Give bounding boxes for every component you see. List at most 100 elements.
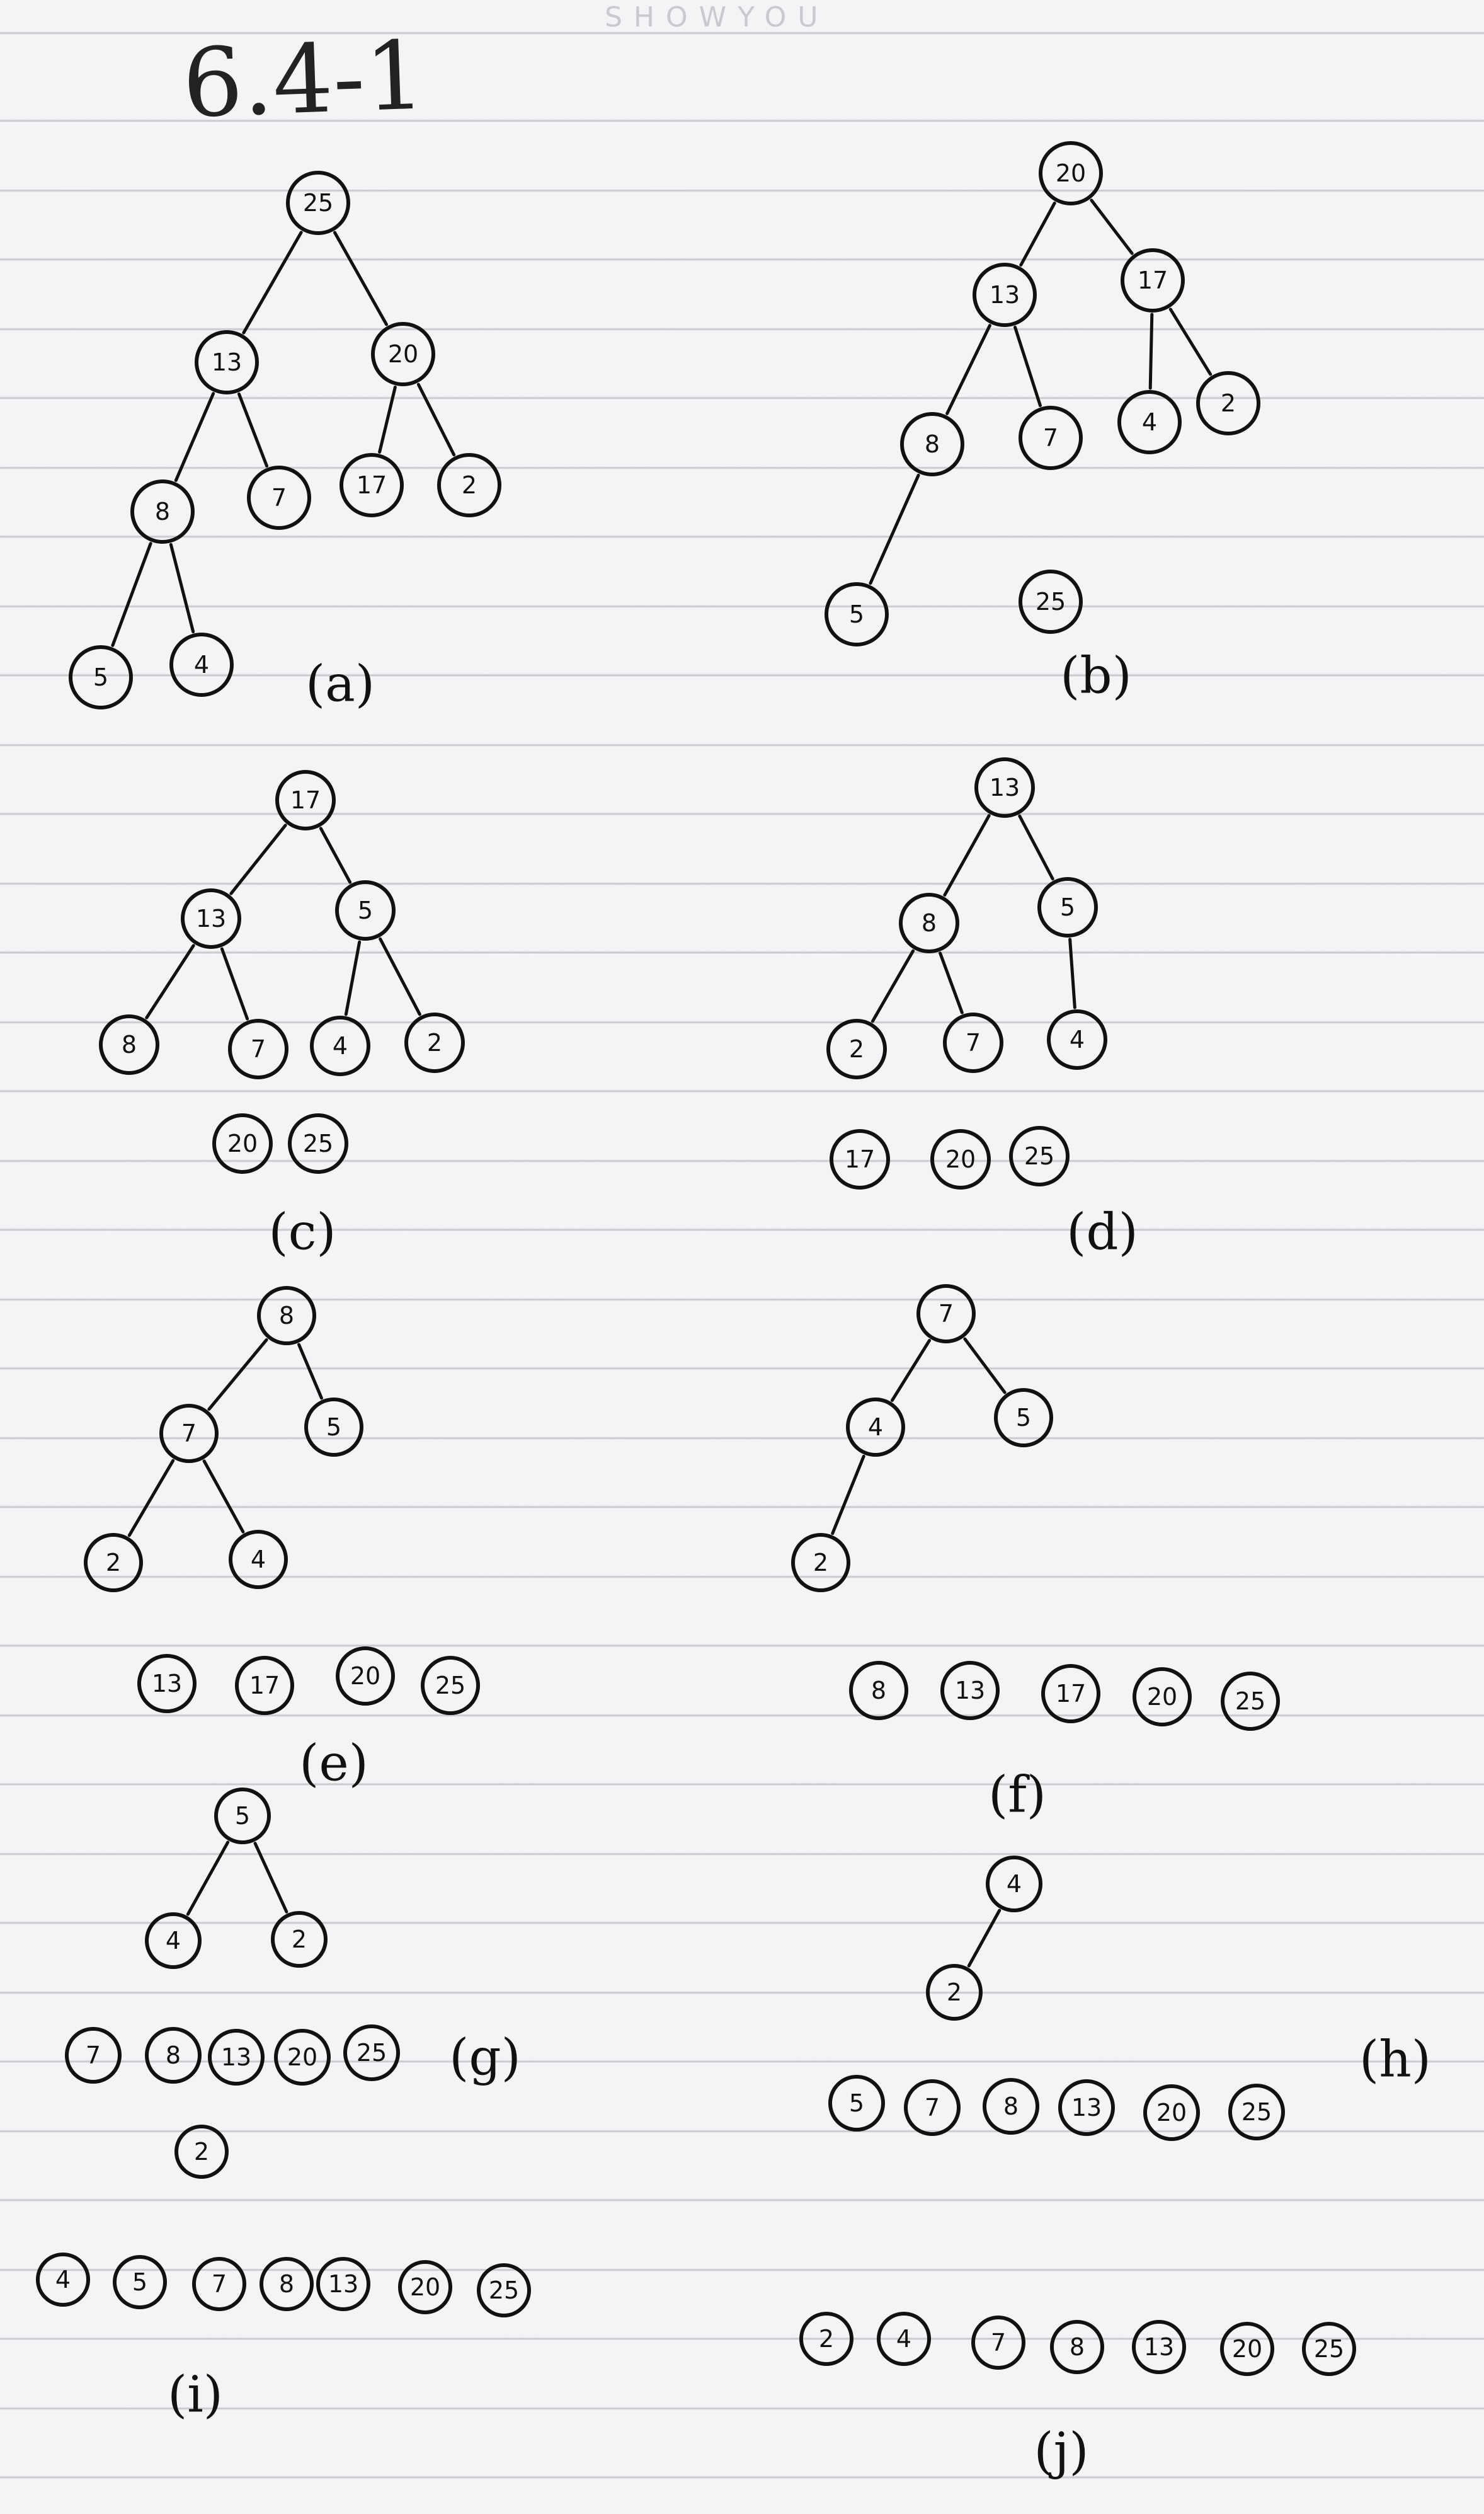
node-circle xyxy=(1039,141,1103,205)
heap-node-b2: 2 xyxy=(1196,371,1260,435)
heap-node-c4: 4 xyxy=(310,1016,370,1076)
heap-node-f20: 20 xyxy=(1133,1667,1192,1726)
heap-node-d25: 25 xyxy=(1009,1126,1070,1186)
node-value: 8 xyxy=(1070,2333,1085,2361)
node-value: 2 xyxy=(849,1035,864,1063)
edge-b17-b4 xyxy=(1148,313,1154,390)
heap-node-g2: 2 xyxy=(271,1911,328,1968)
node-value: 25 xyxy=(1241,2098,1272,2126)
node-circle xyxy=(174,2125,229,2179)
node-circle xyxy=(1143,2084,1200,2141)
node-circle xyxy=(437,453,501,517)
node-value: 2 xyxy=(947,1978,962,2006)
heap-node-d5: 5 xyxy=(1037,877,1098,938)
node-circle xyxy=(192,2257,246,2311)
heap-node-e4: 4 xyxy=(229,1530,288,1589)
edge-a25-a20 xyxy=(333,231,389,326)
heap-node-e7: 7 xyxy=(159,1404,219,1463)
edge-d8-d7 xyxy=(939,951,964,1014)
node-circle xyxy=(943,1013,1003,1073)
node-circle xyxy=(1047,1009,1107,1070)
node-circle xyxy=(113,2255,167,2309)
node-value: 20 xyxy=(1156,2099,1187,2127)
heap-node-a4: 4 xyxy=(169,633,234,697)
node-circle xyxy=(1041,1664,1100,1723)
heap-node-h8: 8 xyxy=(983,2078,1039,2135)
edge-b13-b7 xyxy=(1013,325,1042,408)
figure-caption: (a) xyxy=(305,655,375,713)
node-value: 25 xyxy=(1235,1687,1265,1715)
node-value: 13 xyxy=(1144,2333,1174,2361)
paper-brand-watermark: SHOWYOU xyxy=(605,1,830,33)
node-circle xyxy=(229,1530,288,1589)
node-circle xyxy=(1050,2320,1104,2374)
edge-b8-b5 xyxy=(869,473,920,585)
node-circle xyxy=(310,1016,370,1076)
node-value: 5 xyxy=(326,1413,341,1441)
heap-node-a8: 8 xyxy=(130,479,195,544)
edge-c5-c4 xyxy=(344,940,362,1016)
node-circle xyxy=(235,1656,294,1715)
node-circle xyxy=(137,1654,197,1713)
node-value: 8 xyxy=(122,1031,137,1059)
node-value: 4 xyxy=(333,1032,348,1060)
node-circle xyxy=(1133,1667,1192,1726)
heap-node-b20: 20 xyxy=(1039,141,1103,205)
node-circle xyxy=(228,1019,288,1079)
node-circle xyxy=(940,1661,1000,1720)
heap-node-a2: 2 xyxy=(437,453,501,517)
heap-node-j4: 4 xyxy=(877,2312,931,2366)
heap-node-h25: 25 xyxy=(1228,2084,1285,2140)
heap-node-c25: 25 xyxy=(288,1113,348,1174)
node-value: 2 xyxy=(427,1029,442,1057)
heap-node-h7: 7 xyxy=(904,2079,961,2136)
node-circle xyxy=(974,757,1035,818)
node-circle xyxy=(828,2075,885,2132)
edge-d8-d2 xyxy=(870,949,915,1023)
figure-caption: (i) xyxy=(168,2365,223,2424)
node-circle xyxy=(316,2257,370,2311)
node-value: 20 xyxy=(227,1130,258,1157)
node-value: 20 xyxy=(388,340,418,368)
edge-g5-g2 xyxy=(253,1842,288,1914)
heap-node-e2: 2 xyxy=(84,1533,143,1592)
node-value: 13 xyxy=(152,1670,182,1697)
node-circle xyxy=(336,1646,395,1706)
node-value: 20 xyxy=(287,2043,317,2071)
node-value: 8 xyxy=(925,430,940,458)
heap-node-e8: 8 xyxy=(257,1286,316,1345)
edge-a8-a5 xyxy=(111,542,152,647)
heap-node-c17: 17 xyxy=(275,770,336,830)
edge-c13-c8 xyxy=(145,944,195,1019)
node-value: 25 xyxy=(303,189,333,217)
node-value: 20 xyxy=(1147,1683,1177,1711)
heap-node-a17: 17 xyxy=(340,453,404,517)
heap-node-d20: 20 xyxy=(930,1129,991,1190)
node-value: 13 xyxy=(221,2043,251,2071)
node-circle xyxy=(257,1286,316,1345)
heap-node-h2: 2 xyxy=(926,1964,983,2021)
heap-node-b17: 17 xyxy=(1121,248,1185,313)
node-circle xyxy=(208,2029,265,2086)
node-value: 4 xyxy=(166,1927,181,1954)
node-circle xyxy=(799,2312,853,2366)
node-circle xyxy=(1117,390,1182,454)
heap-node-a25: 25 xyxy=(286,171,350,235)
node-value: 7 xyxy=(939,1300,954,1328)
heap-node-j7: 7 xyxy=(971,2316,1025,2370)
node-value: 17 xyxy=(249,1672,280,1699)
node-circle xyxy=(899,893,959,953)
node-circle xyxy=(830,1129,890,1190)
heap-node-j8: 8 xyxy=(1050,2320,1104,2374)
node-circle xyxy=(1037,877,1098,938)
node-circle xyxy=(304,1398,363,1457)
node-value: 25 xyxy=(489,2276,519,2304)
node-circle xyxy=(404,1013,465,1073)
heap-node-d7: 7 xyxy=(943,1013,1003,1073)
edge-a13-a7 xyxy=(237,392,269,468)
heap-node-g13: 13 xyxy=(208,2029,265,2086)
heap-node-f7: 7 xyxy=(916,1284,976,1343)
